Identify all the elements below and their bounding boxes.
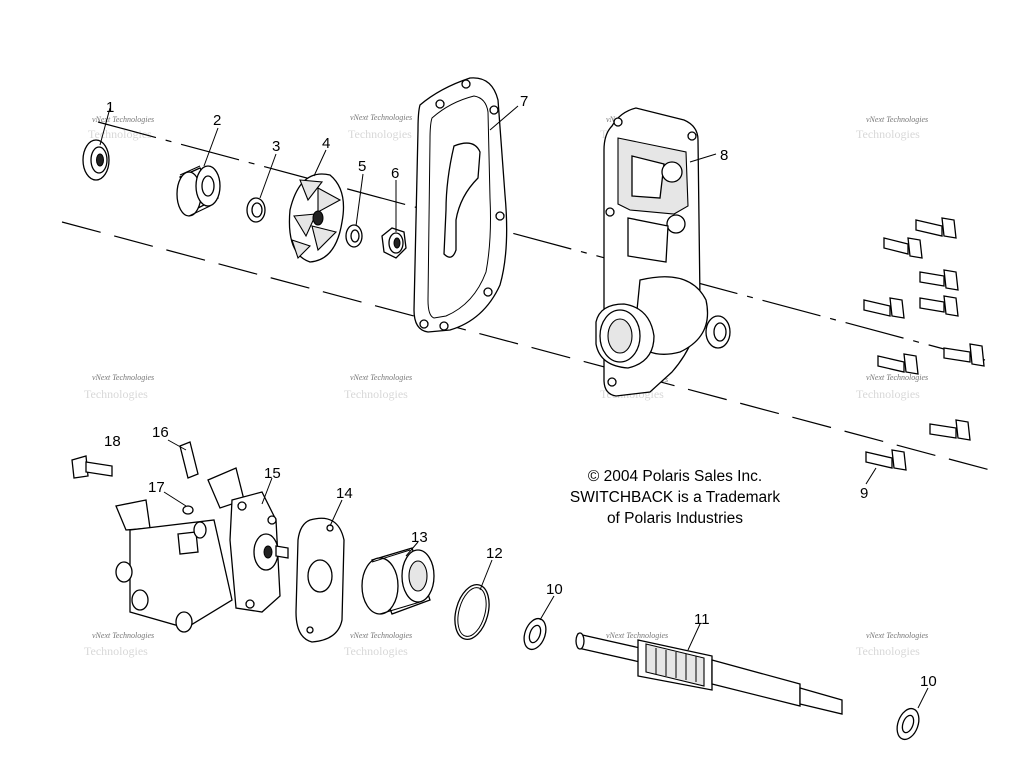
callout-12: 12 [486,545,503,562]
watermark-ghost: Technologies [84,644,148,658]
trademark-line: SWITCHBACK is a Trademark [569,489,781,506]
callout-5: 5 [358,158,366,175]
callout-17: 17 [148,479,165,496]
callout-1: 1 [106,99,114,116]
callout-10: 10 [546,581,563,598]
impeller-part-4 [288,173,345,263]
copyright-notice: © 2004 Polaris Sales Inc. SWITCHBACK is … [520,466,830,529]
watermark-text: vNext Technologies [92,115,154,124]
callout-8: 8 [720,147,728,164]
watermark-text: vNext Technologies [92,373,154,382]
watermark-ghost: Technologies [344,644,408,658]
bolt-part-18 [71,455,113,479]
bearing-part-2 [176,165,221,217]
callout-14: 14 [336,485,353,502]
callout-7: 7 [520,93,528,110]
watermark-text: vNext Technologies [350,631,412,640]
pump-housing-part-15 [115,467,289,633]
pin-part-16 [179,441,199,479]
washer-part-10 [523,617,547,651]
callout-10: 10 [920,673,937,690]
leader-lines [99,105,929,709]
bolt [929,419,971,441]
callout-4: 4 [322,135,330,152]
callout-13: 13 [411,529,428,546]
callout-15: 15 [264,465,281,482]
assembly-axis-lines [61,121,991,471]
clip-part-17 [182,505,194,515]
o-ring-part-12 [454,583,490,641]
nut-part-6 [381,227,407,259]
callout-3: 3 [272,138,280,155]
upper-center-line [97,121,986,361]
bolt [919,269,959,291]
watermark: Technologies vNext Technologies [84,373,154,401]
callout-2: 2 [213,112,221,129]
bolt [883,237,923,259]
watermark-ghost: Technologies [348,127,412,141]
watermark-ghost: Technologies [856,387,920,401]
watermark-text: vNext Technologies [866,631,928,640]
callout-18: 18 [104,433,121,450]
washer-part-10 [896,707,920,741]
watermark-text: vNext Technologies [92,631,154,640]
bolt [915,217,957,239]
gasket-part-14 [295,517,345,643]
pump-cover-part-8 [595,107,731,397]
watermark: Technologies vNext Technologies [856,373,928,401]
watermark: Technologies vNext Technologies [344,631,412,658]
bolt [865,449,907,471]
watermark-text: vNext Technologies [606,631,668,640]
washer-part-3 [246,197,266,223]
copyright-line: © 2004 Polaris Sales Inc. [587,468,763,485]
watermark: Technologies vNext Technologies [856,631,928,658]
callout-labels: 1 2 3 4 5 6 7 8 9 10 10 11 12 13 14 15 1… [104,93,937,690]
bolt [877,353,919,375]
watermark-text: vNext Technologies [866,373,928,382]
callout-16: 16 [152,424,169,441]
lower-center-line [61,221,991,471]
watermark: Technologies vNext Technologies [84,631,154,658]
callout-11: 11 [694,611,710,628]
watermark-ghost: Technologies [344,387,408,401]
seal-part-1 [82,139,110,181]
bolts-part-9 [863,217,985,471]
callout-6: 6 [391,165,399,182]
watermark: Technologies vNext Technologies [856,115,928,141]
watermark-text: vNext Technologies [350,113,412,122]
washer-part-5 [345,224,363,248]
watermark: Technologies vNext Technologies [344,373,412,401]
bolt [863,297,905,319]
sleeve-part-13 [361,547,435,615]
gasket-part-7 [413,77,508,333]
shaft-part-11 [575,632,843,715]
watermark-ghost: Technologies [84,387,148,401]
watermark-text: vNext Technologies [350,373,412,382]
watermark-ghost: Technologies [856,127,920,141]
watermark: Technologies vNext Technologies [348,113,412,141]
trademark-owner-line: of Polaris Industries [606,510,744,527]
watermark-text: vNext Technologies [866,115,928,124]
bolt [919,295,959,317]
callout-9: 9 [860,485,868,502]
watermark-ghost: Technologies [856,644,920,658]
bolt [943,343,985,367]
